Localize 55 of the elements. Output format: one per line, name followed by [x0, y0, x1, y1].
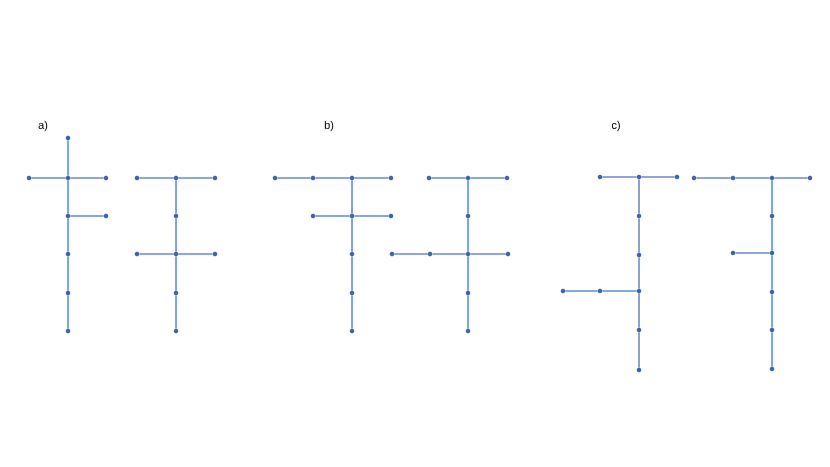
connector-line [67, 180, 69, 214]
connector-line [67, 140, 69, 176]
connector-line [354, 215, 389, 217]
connector-line [354, 177, 389, 179]
connector-line [638, 293, 640, 328]
connector-line [602, 290, 637, 292]
connector-line [771, 218, 773, 251]
connector-line [602, 176, 637, 178]
connector-line [641, 176, 675, 178]
connector-line [315, 177, 350, 179]
connector-line [696, 177, 731, 179]
connector-line [638, 257, 640, 289]
connector-line [139, 253, 174, 255]
connector-line [565, 290, 598, 292]
connector-line [175, 256, 177, 291]
connector-line [771, 180, 773, 214]
connector-line [67, 218, 69, 252]
connector-line [638, 218, 640, 253]
connector-line [467, 218, 469, 252]
connector-line [467, 180, 469, 214]
connector-line [31, 177, 66, 179]
connector-line [431, 177, 466, 179]
connector-line [774, 177, 808, 179]
panel-label: b) [324, 120, 334, 132]
connector-line [67, 295, 69, 329]
panel-label: c) [612, 120, 620, 132]
connector-line [175, 180, 177, 214]
connector-line [470, 253, 506, 255]
connector-line [394, 253, 428, 255]
connector-line [351, 180, 353, 214]
connector-line [175, 218, 177, 252]
connector-line [432, 253, 466, 255]
panel-label: a) [38, 120, 48, 132]
connector-line [735, 177, 770, 179]
connector-line [771, 294, 773, 328]
connector-line [315, 215, 350, 217]
connector-line [178, 253, 213, 255]
connector-line [70, 177, 104, 179]
connector-line [351, 218, 353, 252]
connector-line [351, 295, 353, 329]
connector-line [67, 256, 69, 291]
connector-line [735, 252, 770, 254]
connector-line [351, 256, 353, 291]
connector-line [139, 177, 174, 179]
connector-line [467, 295, 469, 329]
connector-line [470, 177, 505, 179]
connector-line [467, 256, 469, 291]
connector-line [178, 177, 213, 179]
connector-line [771, 255, 773, 290]
connector-line [277, 177, 311, 179]
connector-line [638, 332, 640, 368]
connector-line [175, 295, 177, 329]
connector-line [638, 179, 640, 214]
connector-line [771, 332, 773, 367]
connector-line [70, 215, 104, 217]
